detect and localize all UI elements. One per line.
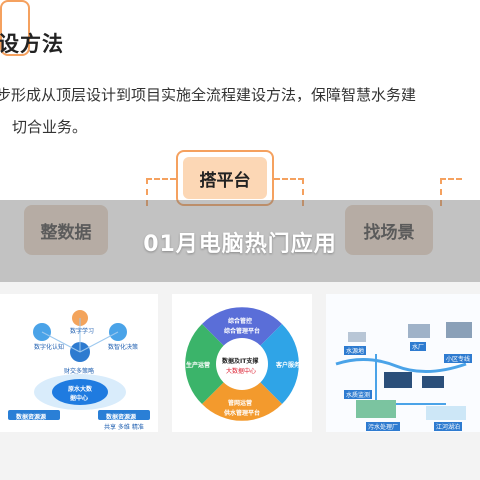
node-label: 财交多策略: [64, 368, 95, 375]
center-label: 大数据中心: [226, 368, 257, 375]
thumbnail-strip: 数字化认知 数字学习 数智化决策 财交多策略 原水大数 据中心 数据资源源 数据…: [0, 282, 480, 480]
platform-box: 搭平台: [176, 150, 274, 206]
connector-line: [302, 178, 304, 206]
slide-preview[interactable]: 设方法 步形成从顶层设计到项目实施全流程建设方法，保障智慧水务建 切合业务。 搭…: [0, 0, 480, 282]
segment-label: 综合管理平台: [224, 328, 261, 335]
thumbnail-it-support[interactable]: 综合管控 综合管理平台 生产运营 数据及IT支撑 大数据中心 客户服务 管网运营…: [172, 294, 312, 432]
thumbnail-water-network[interactable]: 水源地 水厂 小区专线 水质监测 污水处理厂 江河湖泊: [326, 294, 480, 432]
thumbnail-data-center[interactable]: 数字化认知 数字学习 数智化决策 财交多策略 原水大数 据中心 数据资源源 数据…: [0, 294, 158, 432]
connector-line: [440, 178, 442, 206]
center-label: 数据及IT支撑: [222, 358, 259, 365]
node-label: 数智化决策: [108, 344, 139, 351]
segment-label: 供水管理平台: [224, 410, 261, 417]
node-label: 数字化认知: [34, 344, 65, 351]
map-label: 水厂: [410, 342, 427, 351]
segment-label: 管网运营: [228, 400, 253, 407]
water-network-diagram: [326, 294, 480, 432]
slide-text-line: 切合业务。: [12, 118, 88, 136]
scenario-box: 找场景: [345, 205, 433, 255]
map-label: 小区专线: [444, 354, 473, 363]
it-support-diagram: [185, 307, 299, 421]
segment-label: 客户服务: [276, 362, 301, 369]
connector-line: [274, 178, 304, 180]
connector-line: [146, 178, 148, 206]
connector-line: [440, 178, 462, 180]
segment-label: 生产运营: [186, 362, 211, 369]
map-label: 水质监测: [344, 390, 373, 399]
title-overlay: [0, 200, 480, 282]
hub-label: 据中心: [70, 395, 89, 402]
slide-title: 设方法: [0, 32, 64, 56]
bottom-label: 数据资源源: [106, 414, 137, 421]
hub-label: 原水大数: [68, 386, 93, 393]
connector-line: [146, 178, 176, 180]
data-center-diagram: [8, 310, 150, 420]
data-box: 整数据: [24, 205, 108, 255]
bottom-label: 数据资源源: [16, 414, 47, 421]
node-label: 数字学习: [70, 328, 95, 335]
slide-text-line: 步形成从顶层设计到项目实施全流程建设方法，保障智慧水务建: [0, 86, 417, 104]
bottom-caption: 共享 多维 精准: [104, 424, 144, 431]
map-label: 污水处理厂: [366, 422, 401, 431]
segment-label: 综合管控: [228, 318, 253, 325]
overlay-title[interactable]: 01月电脑热门应用: [143, 232, 337, 257]
platform-box-label: 搭平台: [183, 157, 267, 199]
map-label: 水源地: [344, 346, 367, 355]
next-step-box: [0, 0, 30, 56]
map-label: 江河湖泊: [434, 422, 463, 431]
